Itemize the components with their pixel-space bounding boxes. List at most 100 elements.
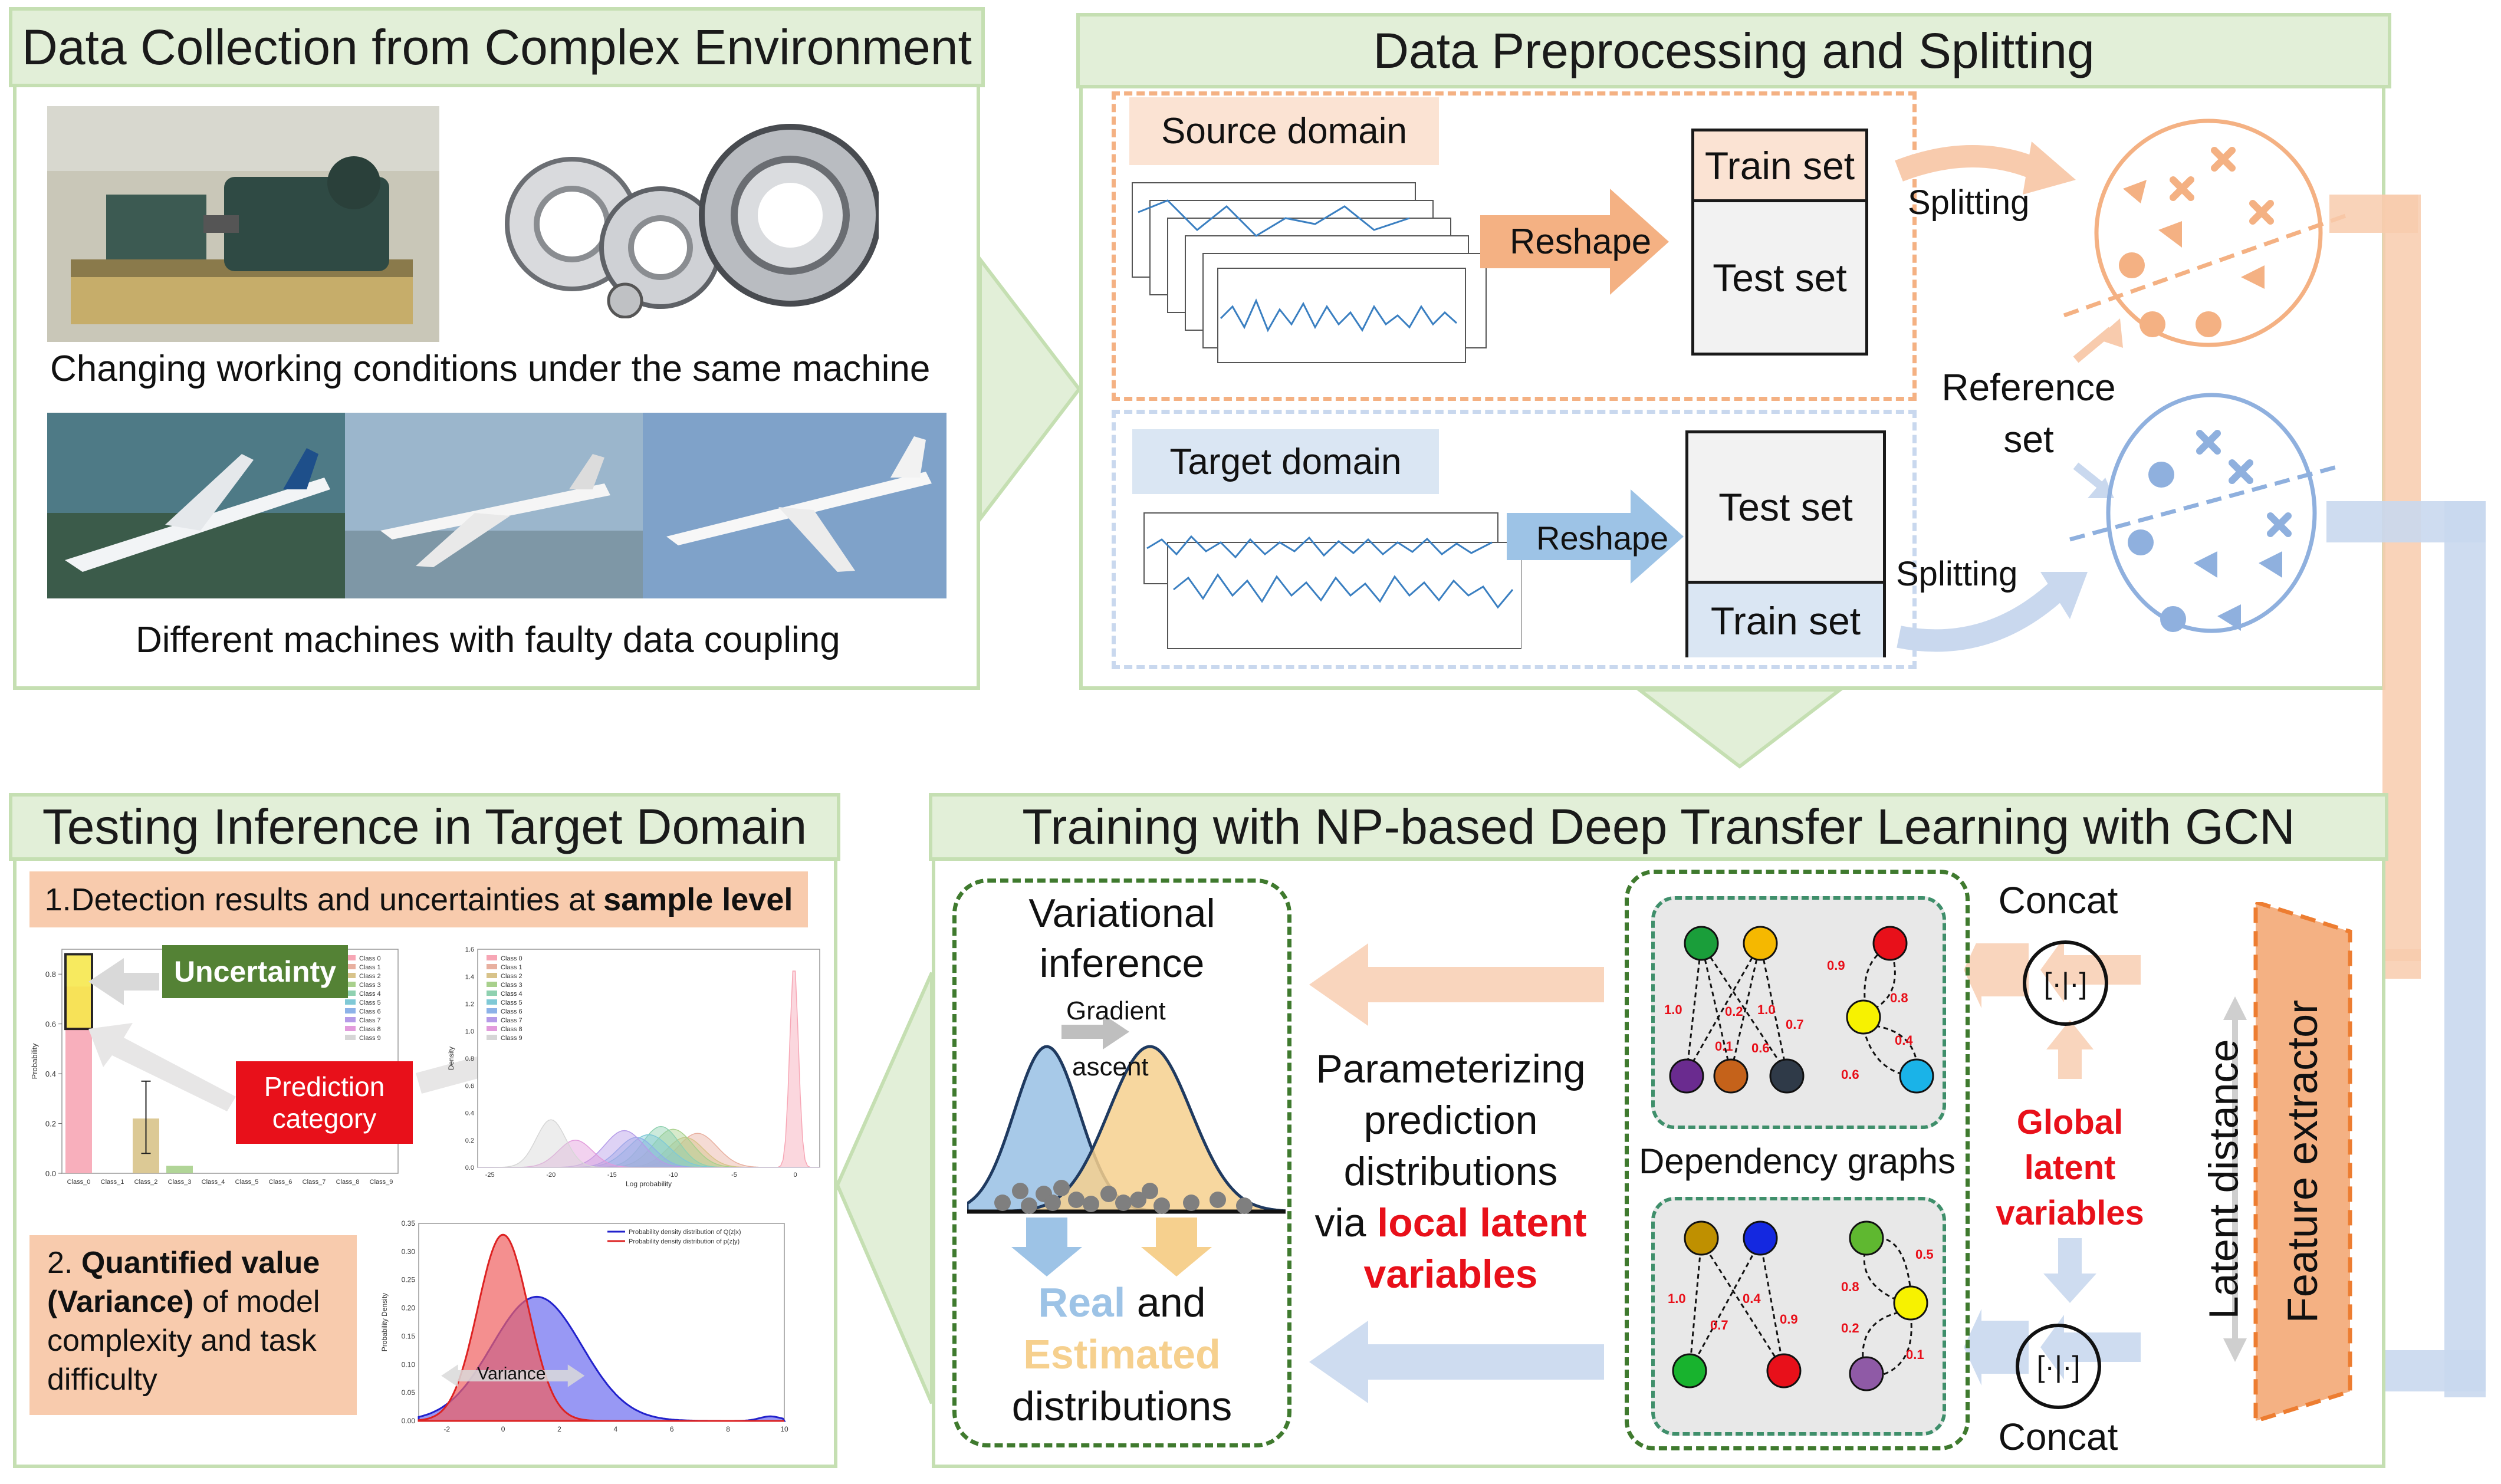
node-gold <box>1743 926 1778 961</box>
source-test-set: Test set <box>1713 255 1847 300</box>
latent-distance-label: Latent distance <box>2194 993 2253 1365</box>
node-blue <box>1743 1220 1778 1256</box>
target-test-set: Test set <box>1718 485 1853 529</box>
x-axis-label: Log probability <box>626 1180 672 1188</box>
legend-swatch <box>345 1008 356 1014</box>
edge-weight: 0.2 <box>1725 1004 1743 1019</box>
y-tick-label: 0.8 <box>465 1055 474 1062</box>
legend-label: Probability density distribution of p(z|… <box>629 1238 740 1245</box>
arrow-concat-to-graph-bottom <box>1964 1309 2029 1386</box>
prediction-label-line1: Prediction <box>264 1071 385 1102</box>
node-green <box>1684 926 1719 961</box>
legend-label: Probability density distribution of Q(z|… <box>629 1229 741 1236</box>
legend-label: Class 5 <box>501 999 522 1006</box>
x-tick-label: 6 <box>670 1425 674 1433</box>
legend-swatch <box>345 1017 356 1022</box>
legend-label: Class 2 <box>359 973 381 980</box>
edge-weight: 0.2 <box>1841 1321 1859 1335</box>
variational-inference-box <box>952 878 1291 1447</box>
target-sample-ellipse <box>2106 393 2317 633</box>
y-axis-label: Probability <box>30 1043 39 1079</box>
legend-swatch <box>345 982 356 987</box>
prediction-category-label: Prediction category <box>236 1061 413 1144</box>
legend-label: Class 3 <box>359 982 381 989</box>
edge-weight: 0.7 <box>1786 1017 1804 1032</box>
x-tick-label: 2 <box>557 1425 561 1433</box>
quantified-line1-b: Quantified value <box>81 1246 320 1280</box>
edge-weight: 1.0 <box>1664 1002 1682 1017</box>
global-line2: latent <box>2024 1149 2116 1187</box>
legend-label: Class 1 <box>359 964 381 971</box>
y-axis-label: Probability Density <box>380 1293 389 1351</box>
concat-top-symbol: [·|·] <box>2043 966 2088 1000</box>
edge-weight: 0.9 <box>1780 1312 1798 1327</box>
legend-label: Class 2 <box>501 973 522 980</box>
target-domain-box <box>1112 410 1917 669</box>
param-line5: variables <box>1363 1252 1538 1297</box>
x-tick-label: 8 <box>726 1425 730 1433</box>
sample-point <box>1183 1195 1199 1211</box>
arrow-global-up <box>2046 1020 2094 1079</box>
x-tick-label: Class_8 <box>336 1179 360 1186</box>
source-train-set: Train set <box>1694 131 1865 202</box>
node-cyan <box>1899 1058 1934 1094</box>
edge-weight: 0.1 <box>1906 1347 1924 1362</box>
legend-swatch <box>487 999 497 1005</box>
edge-weight: 0.7 <box>1710 1318 1728 1332</box>
legend-label: Class 3 <box>501 982 522 989</box>
y-tick-label: 1.4 <box>465 973 474 980</box>
source-domain-label: Source domain <box>1129 97 1439 165</box>
latent-distance-text: Latent distance <box>2200 1039 2247 1320</box>
node-yellow-b <box>1893 1285 1928 1321</box>
edge-weight: 1.0 <box>1668 1291 1686 1306</box>
x-tick-label: Class_6 <box>269 1179 293 1186</box>
legend-label: Class 4 <box>359 991 381 998</box>
legend-label: Class 0 <box>359 955 381 962</box>
legend-label: Class 1 <box>501 964 522 971</box>
global-latent-variables: Global latent variables <box>1981 1100 2158 1236</box>
node-purple <box>1669 1058 1704 1094</box>
edge-weight: 0.5 <box>1915 1247 1934 1262</box>
y-tick-label: 0.0 <box>45 1169 56 1178</box>
y-tick-label: 0.15 <box>402 1332 416 1340</box>
node-green-b <box>1672 1353 1707 1388</box>
legend-swatch <box>487 973 497 978</box>
y-tick-label: 0.25 <box>402 1276 416 1284</box>
sample-point <box>1083 1196 1099 1212</box>
source-flow-band <box>2382 195 2421 961</box>
bar <box>166 1166 193 1173</box>
graph-drawings: 1.0 0.1 0.2 1.0 0.6 0.7 0.9 0.8 0.4 0.6 … <box>1664 926 1934 1391</box>
sample-point <box>1100 1186 1117 1202</box>
testing-panel-title: Testing Inference in Target Domain <box>9 793 840 861</box>
x-tick-label: Class_3 <box>168 1179 192 1186</box>
splitting-target-label: Splitting <box>1896 555 2018 593</box>
connector-collection-to-preprocessing <box>978 254 1082 524</box>
edge-weight: 0.1 <box>1715 1039 1733 1054</box>
y-tick-label: 0.4 <box>45 1070 56 1078</box>
node-red-b <box>1766 1353 1802 1388</box>
aircraft-photo-2 <box>345 413 643 598</box>
legend-swatch <box>345 1035 356 1040</box>
edge-weight: 0.8 <box>1890 991 1908 1005</box>
legend-swatch <box>487 1035 497 1040</box>
reshape-arrow-target <box>1507 489 1684 584</box>
y-tick-label: 0.20 <box>402 1304 416 1312</box>
density-plot-frame <box>477 949 820 1168</box>
reshape-target-label: Reshape <box>1536 519 1669 557</box>
quantified-line4: difficulty <box>47 1363 157 1397</box>
y-tick-label: 1.0 <box>465 1028 474 1035</box>
feature-extractor-shape <box>2253 902 2352 1421</box>
legend-swatch <box>345 1026 356 1031</box>
connector-preprocessing-to-training <box>1634 688 1845 769</box>
sample-point <box>1021 1197 1037 1214</box>
legend-label: Class 6 <box>359 1008 381 1015</box>
parameterizing-text: Parameterizing prediction distributions … <box>1289 1044 1613 1300</box>
y-tick-label: 0.00 <box>402 1417 416 1425</box>
collection-panel-title: Data Collection from Complex Environment <box>9 7 985 87</box>
uncertainty-arrow <box>88 958 159 1005</box>
edge-weight: 0.6 <box>1751 1041 1770 1055</box>
target-signal-plots <box>1143 512 1521 649</box>
source-sample-ellipse <box>2094 119 2323 347</box>
quantified-line3: complexity and task <box>47 1324 317 1358</box>
